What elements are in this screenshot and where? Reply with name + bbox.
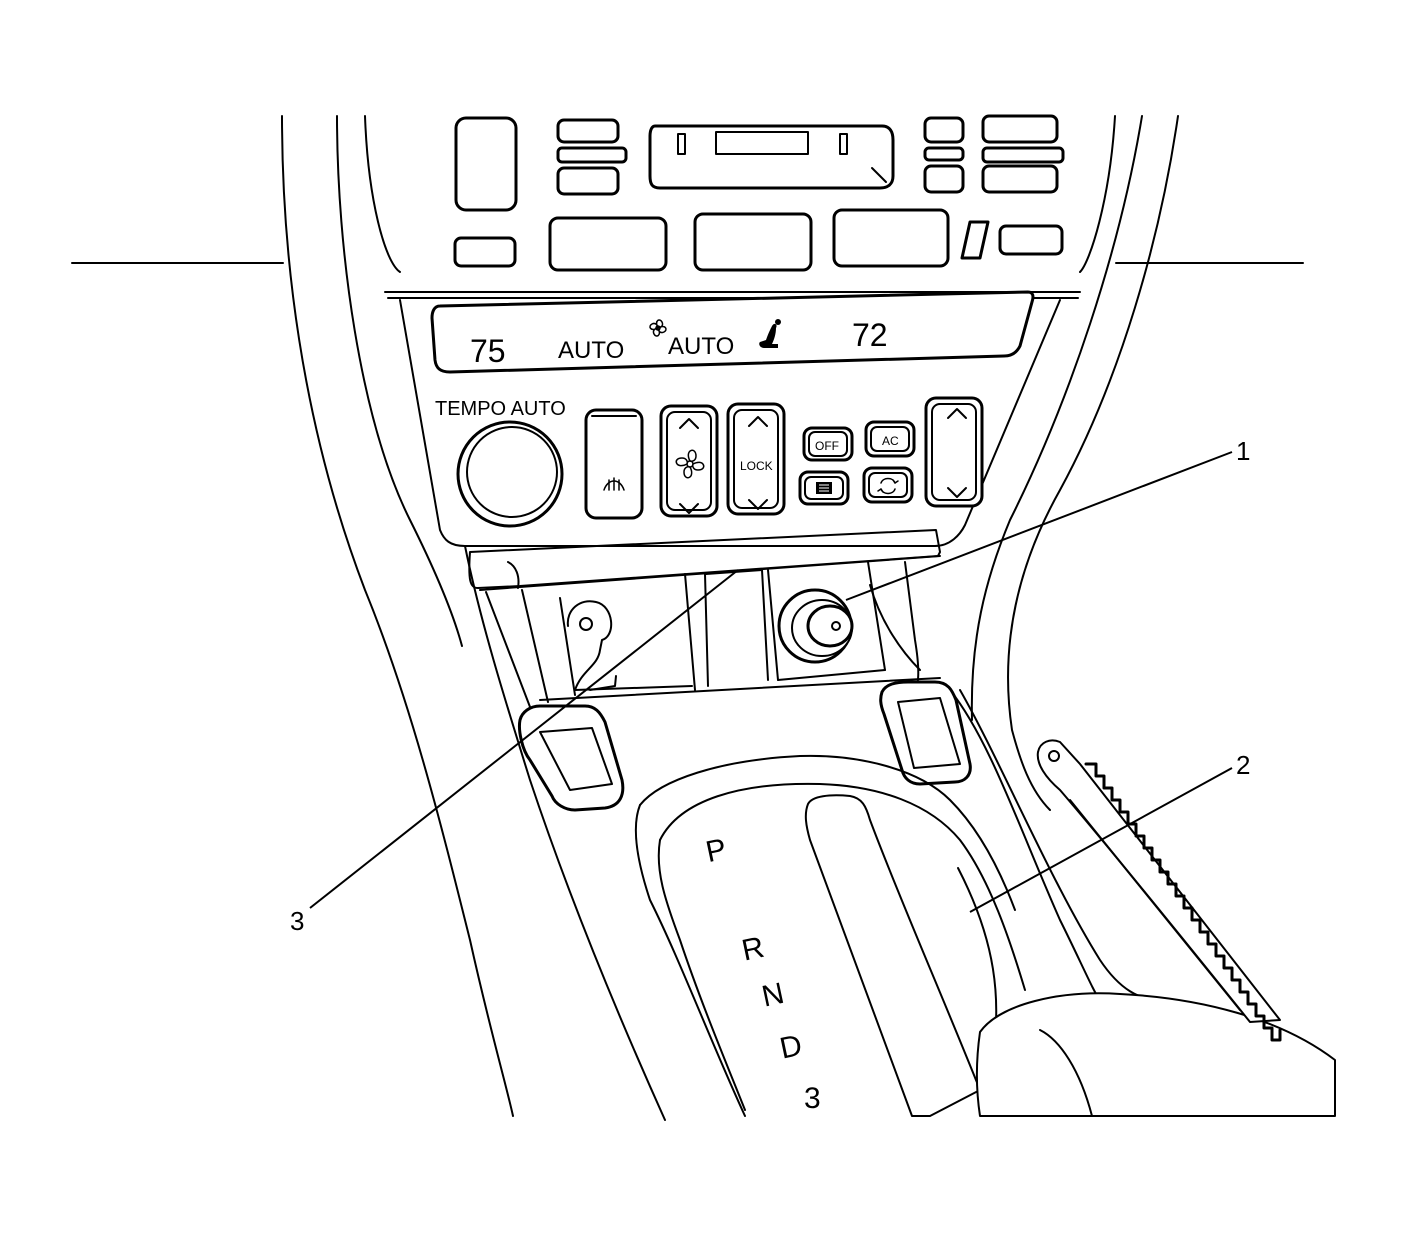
shift-position-n: N xyxy=(759,977,787,1014)
chevron-up-icon xyxy=(947,408,967,419)
right-console-pad xyxy=(879,680,972,786)
front-defrost-button[interactable] xyxy=(584,408,644,520)
left-temperature: 75 xyxy=(470,333,506,369)
shift-position-r: R xyxy=(739,931,767,968)
chevron-down-icon xyxy=(679,503,699,514)
chevron-down-icon xyxy=(748,499,768,510)
radio-preset-button[interactable] xyxy=(548,216,668,272)
right-temp-rocker[interactable] xyxy=(924,396,984,508)
radio-button[interactable] xyxy=(556,118,620,144)
left-mode: AUTO xyxy=(558,337,624,364)
callout-2: 2 xyxy=(1236,750,1250,780)
cassette-slot-mark xyxy=(677,133,686,155)
radio-button[interactable] xyxy=(998,224,1064,256)
leader-lines xyxy=(309,451,1233,913)
chevron-up-icon xyxy=(679,418,699,429)
cassette-slot[interactable] xyxy=(648,124,895,190)
off-label: OFF xyxy=(815,439,839,453)
seat-icon xyxy=(759,319,781,348)
shift-bezel xyxy=(634,754,1336,1117)
knob-label: TEMPO AUTO xyxy=(435,398,566,420)
temperature-knob[interactable] xyxy=(456,420,564,528)
fan-icon xyxy=(675,449,705,479)
lower-recess xyxy=(468,529,941,721)
climate-panel: 75 AUTO AUTO 72 TEMPO AUTO xyxy=(399,290,1061,547)
callout-3: 3 xyxy=(290,906,304,936)
chevron-up-icon xyxy=(748,416,768,427)
shift-positions: P R N D 3 xyxy=(703,833,821,1115)
lock-label: LOCK xyxy=(740,459,773,473)
shift-position-3: 3 xyxy=(804,1082,821,1115)
cassette-slot-mark xyxy=(839,133,848,155)
cigarette-lighter[interactable] xyxy=(777,588,854,664)
climate-display xyxy=(430,290,1035,374)
radio-button[interactable] xyxy=(981,164,1059,194)
callout-1: 1 xyxy=(1236,436,1250,466)
chevron-down-icon xyxy=(947,487,967,498)
radio-button[interactable] xyxy=(556,146,628,164)
fan-mode: AUTO xyxy=(668,333,734,360)
console-body xyxy=(281,115,1179,1121)
radio-button[interactable] xyxy=(981,114,1059,144)
right-temperature: 72 xyxy=(852,317,888,353)
radio-eject-button[interactable] xyxy=(454,116,518,212)
fan-icon xyxy=(649,319,667,337)
radio-preset-button[interactable] xyxy=(832,208,950,268)
lock-rocker[interactable] xyxy=(726,402,786,516)
rear-defrost-icon xyxy=(816,482,832,494)
radio-button[interactable] xyxy=(981,146,1065,164)
radio-button[interactable] xyxy=(923,116,965,144)
ac-label: AC xyxy=(882,434,899,448)
off-button[interactable] xyxy=(802,426,854,462)
cassette-window xyxy=(715,131,809,155)
radio-button[interactable] xyxy=(556,166,620,196)
parking-brake xyxy=(1036,739,1282,1042)
radio-preset-button[interactable] xyxy=(693,212,813,272)
front-defrost-icon xyxy=(603,477,625,491)
shift-position-p: P xyxy=(703,833,729,869)
radio-button[interactable] xyxy=(923,164,965,194)
left-console-pad xyxy=(518,704,625,812)
recirculation-icon xyxy=(877,477,899,495)
radio-preset-button[interactable] xyxy=(453,236,517,268)
radio-small-button[interactable] xyxy=(960,220,990,260)
ac-button[interactable] xyxy=(864,420,916,458)
shift-position-d: D xyxy=(777,1029,805,1066)
radio-button[interactable] xyxy=(923,146,965,162)
recirculation-button[interactable] xyxy=(862,466,914,504)
radio-unit xyxy=(453,114,1065,272)
callouts: 1 2 3 xyxy=(290,436,1250,936)
